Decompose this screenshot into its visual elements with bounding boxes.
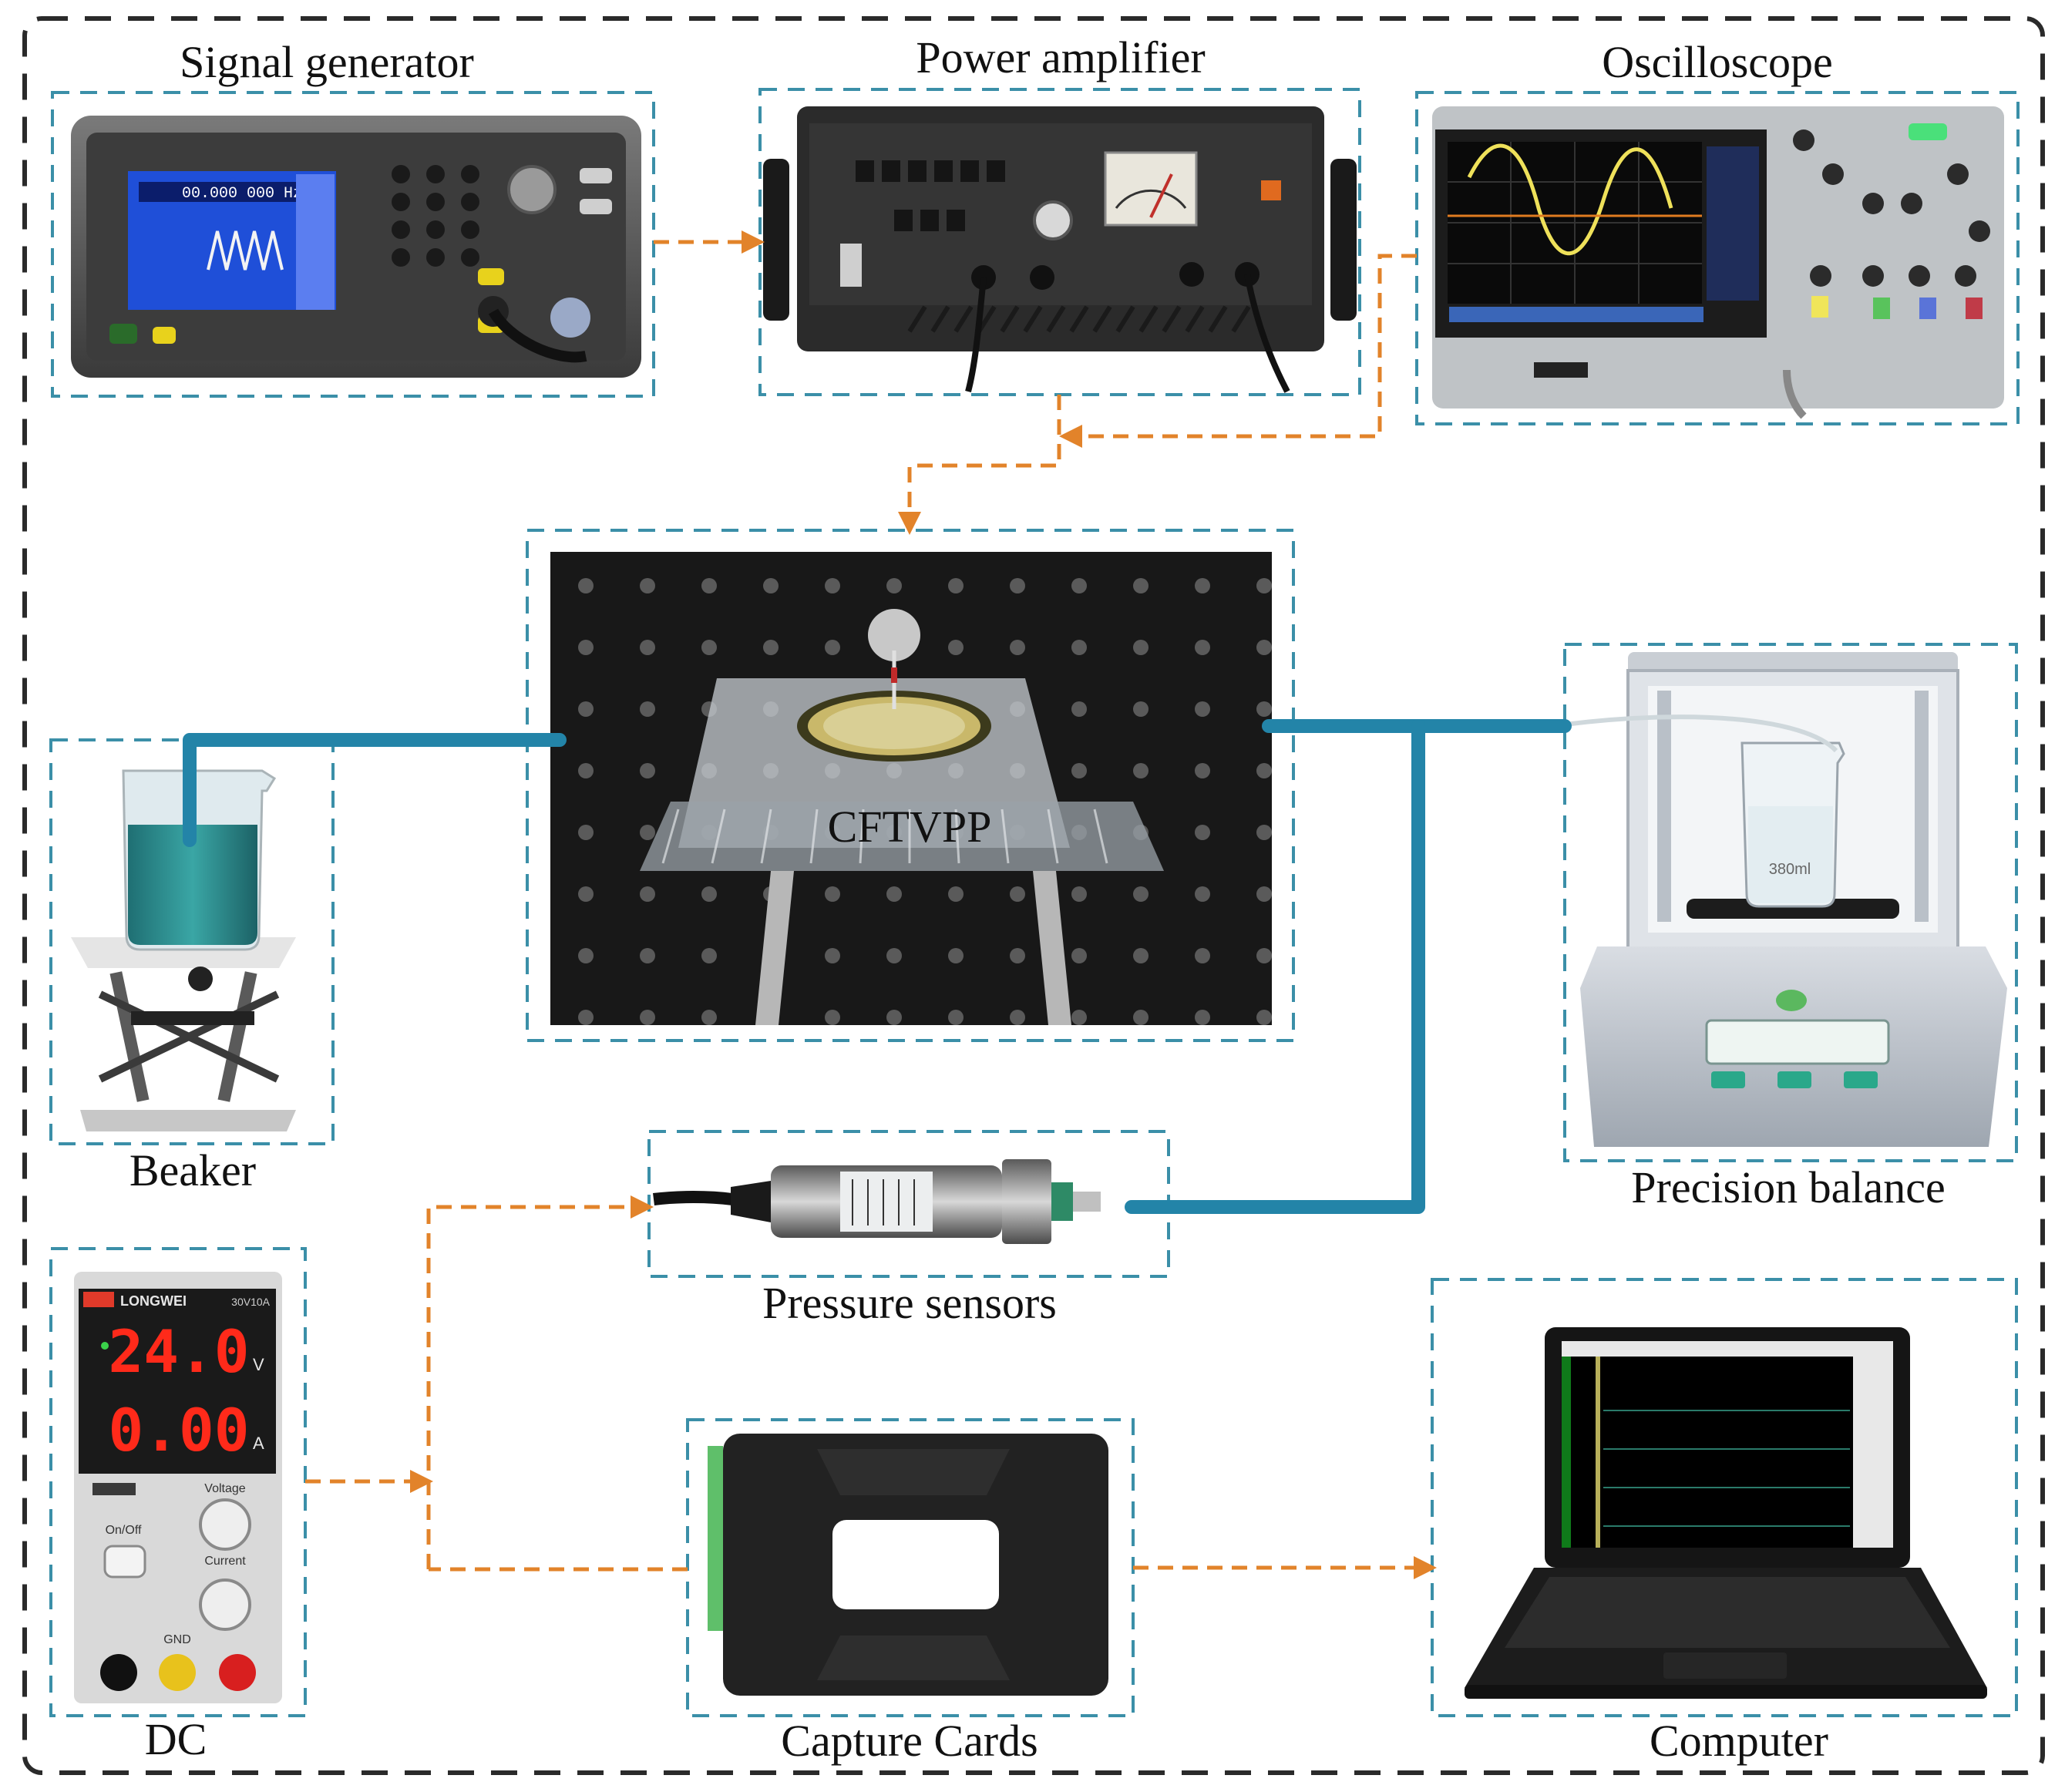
capture-card-device bbox=[708, 1434, 1108, 1696]
fluid-tubes bbox=[183, 719, 1572, 1214]
precision-balance-device: 380ml bbox=[1564, 652, 2007, 1147]
signal-generator-panel bbox=[51, 91, 655, 398]
arrow-amplifier-to-cftvpp bbox=[898, 395, 1061, 535]
beaker-label: Beaker bbox=[129, 1145, 256, 1195]
tube-beaker-to-pump bbox=[183, 733, 567, 847]
beaker-volume-label: 380ml bbox=[1769, 861, 1811, 878]
dc-gnd-label: GND bbox=[163, 1633, 191, 1646]
capture-cards-label: Capture Cards bbox=[781, 1716, 1038, 1766]
precision-balance-label: Precision balance bbox=[1631, 1162, 1945, 1212]
tube-pump-to-sensor bbox=[1125, 719, 1425, 1214]
dc-current-knob-label: Current bbox=[204, 1555, 246, 1568]
dc-onoff-label: On/Off bbox=[106, 1524, 142, 1537]
dc-voltage-unit: V bbox=[253, 1355, 264, 1374]
pressure-sensors-label: Pressure sensors bbox=[762, 1278, 1057, 1328]
outer-frame bbox=[22, 16, 2045, 1775]
cftvpp-label: CFTVPP bbox=[828, 802, 992, 852]
oscilloscope-label: Oscilloscope bbox=[1602, 37, 1833, 87]
dc-voltage-readout: 24.0 bbox=[108, 1317, 249, 1386]
signal-arrows bbox=[305, 230, 1437, 1579]
computer-panel bbox=[1431, 1278, 2018, 1717]
oscilloscope-device bbox=[1432, 106, 2004, 419]
beaker-device bbox=[71, 769, 296, 1131]
dc-label: DC bbox=[145, 1714, 207, 1764]
signal-generator-label: Signal generator bbox=[180, 37, 474, 87]
computer-device bbox=[1465, 1327, 1987, 1699]
dc-model-label: 30V10A bbox=[231, 1296, 270, 1308]
dc-current-readout: 0.00 bbox=[108, 1396, 249, 1464]
arrow-junction-to-sensor bbox=[426, 1195, 654, 1569]
signal-generator-readout: 00.000 000 Hz bbox=[182, 185, 302, 203]
dc-brand-label: LONGWEI bbox=[120, 1293, 187, 1309]
dc-voltage-knob-label: Voltage bbox=[204, 1482, 245, 1495]
power-amplifier-label: Power amplifier bbox=[916, 32, 1205, 82]
power-amplifier-device bbox=[763, 106, 1357, 393]
signal-generator-device: 00.000 000 Hz bbox=[71, 116, 641, 378]
precision-balance-panel bbox=[1563, 643, 2018, 1162]
oscilloscope-panel bbox=[1415, 91, 2020, 425]
computer-label: Computer bbox=[1650, 1716, 1828, 1766]
pressure-sensor-device bbox=[653, 1159, 1101, 1244]
dc-current-unit: A bbox=[253, 1434, 264, 1453]
dc-power-supply-device: LONGWEI 30V10A 24.0 V 0.00 A Voltage Cur… bbox=[74, 1272, 282, 1703]
cftvpp-photo: CFTVPP bbox=[550, 552, 1272, 1025]
arrow-oscilloscope-to-amplifier bbox=[1059, 254, 1417, 448]
